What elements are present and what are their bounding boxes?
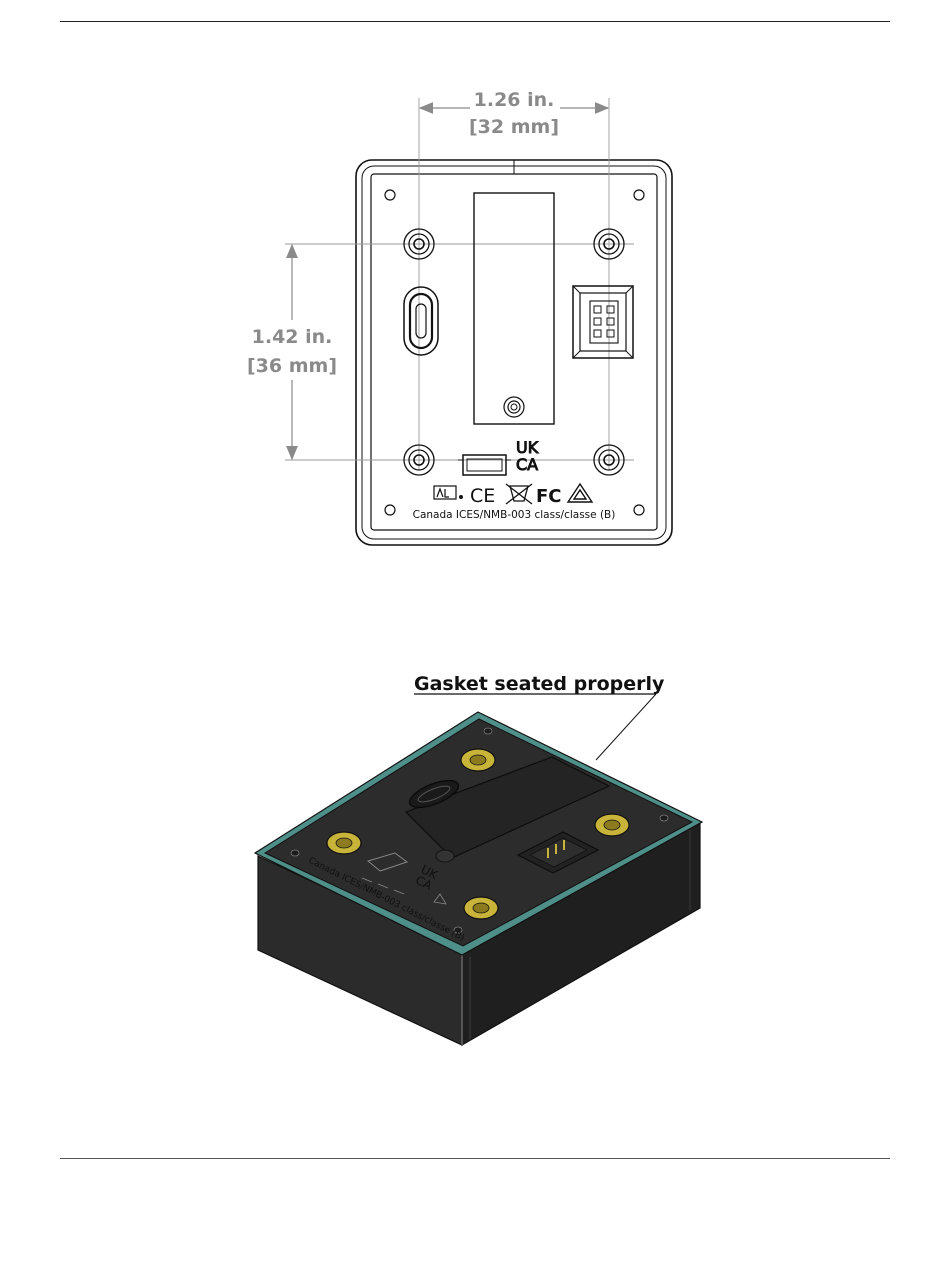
screw-insert — [327, 832, 361, 854]
recess-screw-icon — [436, 850, 454, 862]
callout-leader-line — [596, 694, 656, 760]
screw-insert — [461, 749, 495, 771]
screw-insert — [595, 814, 629, 836]
gasket-callout-label: Gasket seated properly — [414, 673, 665, 695]
screw-insert — [464, 897, 498, 919]
